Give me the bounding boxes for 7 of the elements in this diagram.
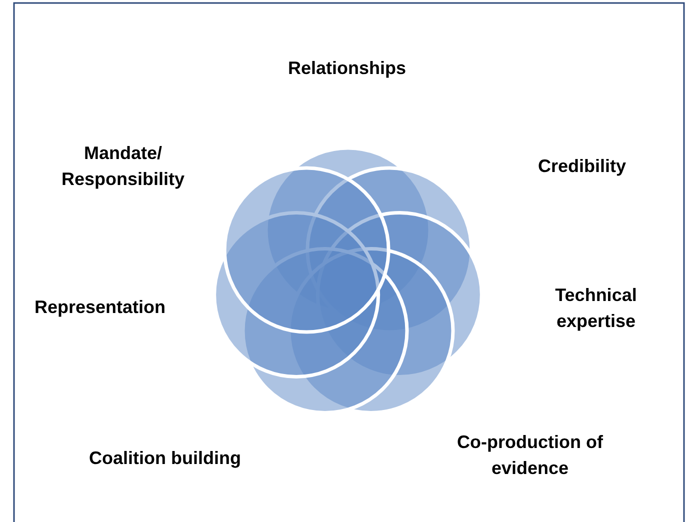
circle-label: Credibility — [536, 154, 627, 178]
circle-label: Technical expertise — [554, 284, 638, 333]
circle-label: Coalition building — [88, 446, 242, 470]
circle-label: Representation — [33, 296, 167, 319]
circle-label: Mandate/ Responsibility — [60, 142, 186, 191]
circle-label: Relationships — [286, 56, 408, 80]
circle-label: Co-production of evidence — [456, 430, 604, 480]
